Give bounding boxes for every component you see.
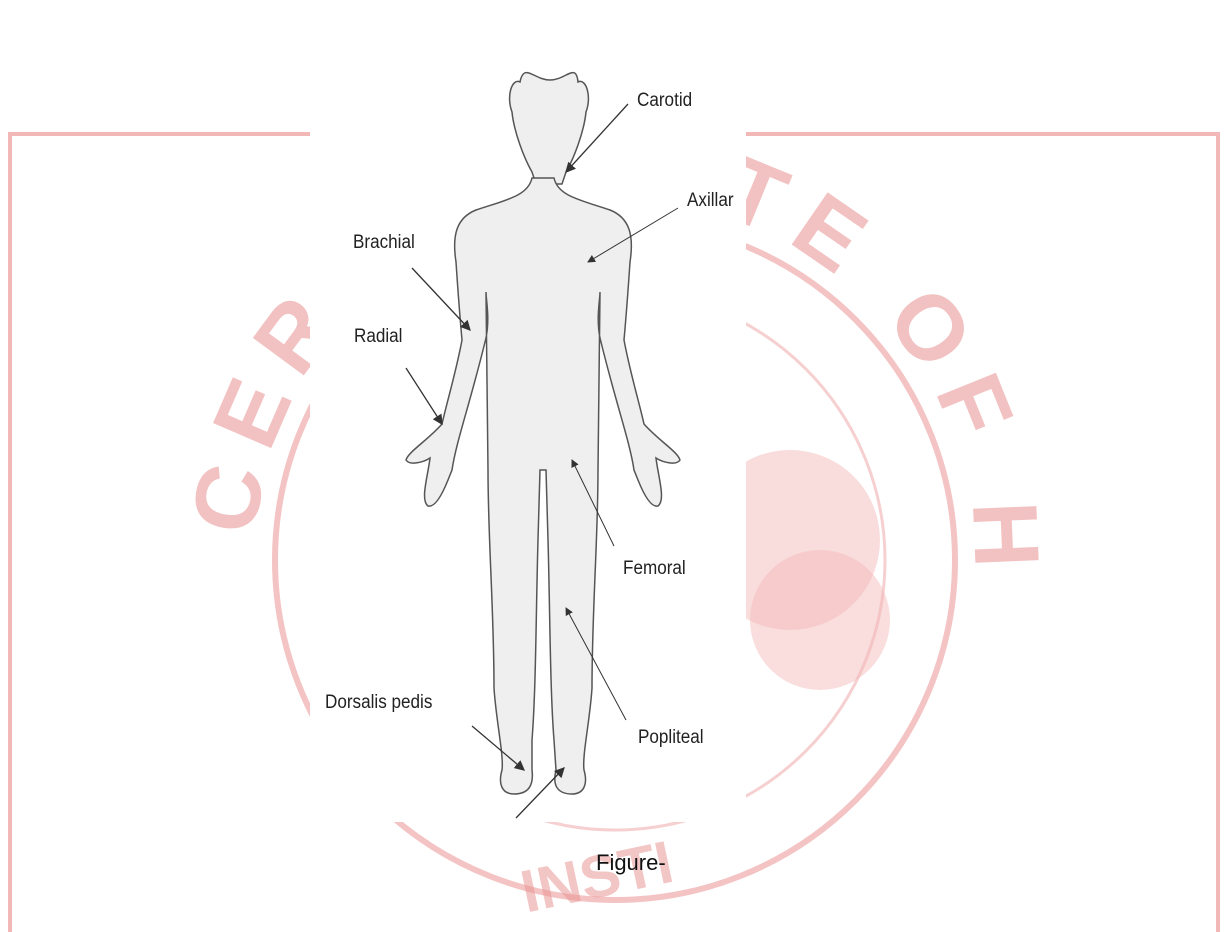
label-femoral: Femoral	[623, 558, 686, 580]
label-carotid: Carotid	[637, 90, 692, 112]
radial-arrow	[406, 368, 442, 424]
label-radial: Radial	[354, 326, 402, 348]
body-silhouette	[406, 73, 680, 794]
label-popliteal: Popliteal	[638, 727, 704, 749]
label-brachial: Brachial	[353, 232, 415, 254]
label-axillary: Axillar	[687, 190, 734, 212]
figure-caption: Figure-	[596, 850, 666, 876]
seal-bottom-text: INSTI	[515, 828, 679, 925]
label-dorsalis-pedis: Dorsalis pedis	[325, 692, 432, 714]
